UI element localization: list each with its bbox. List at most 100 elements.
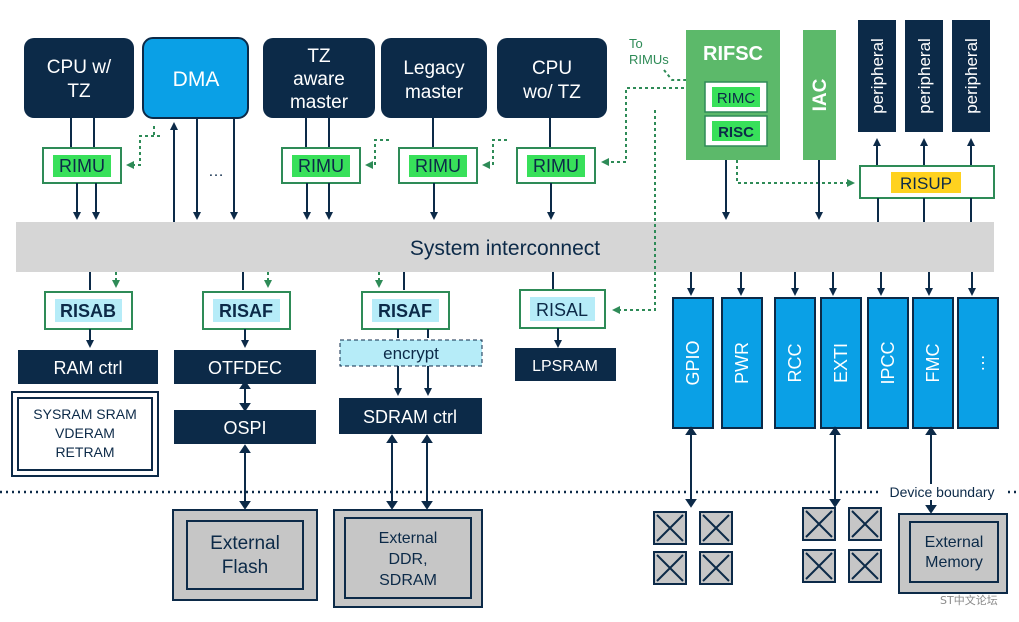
rimu-cpu-no-tz: RIMU [516,147,596,184]
device-boundary-label: Device boundary [889,484,994,500]
device-peripheral-fmc: FMC [912,297,954,429]
to-rimus-arrow [663,69,690,81]
external-ddr: External DDR, SDRAM [333,509,483,608]
sdram-ctrl: SDRAM ctrl [339,398,482,434]
risab-block: RISAB [44,291,133,330]
master-dma-label: DMA [173,68,220,91]
external-ddr-label-2: DDR, [388,551,427,568]
device-peripheral-label: EXTI [831,343,851,383]
rimu-interconnect-arrows [73,183,555,220]
risal-control-line [612,110,656,314]
interconnect-dotted-arrows [112,272,383,288]
master-cpu-tz-label-2: TZ [67,81,91,102]
io-pad-icon [802,507,836,541]
master-cpu-no-tz-label-2: wo/ TZ [522,82,581,103]
interconnect-down-arrows [89,272,976,296]
rifsc-title: RIFSC [703,43,763,65]
device-peripheral-pwr: PWR [721,297,763,429]
device-peripheral-label: PWR [732,342,752,384]
ris-controller-arrows [86,328,562,396]
device-peripheral-label: IPCC [878,341,898,384]
iac-block: IAC [803,30,836,160]
risaf-block-1: RISAF [202,291,291,330]
sysram-block: SYSRAM SRAM VDERAM RETRAM [11,391,159,477]
device-peripheral-label: … [968,354,988,372]
encrypt-label: encrypt [383,344,439,363]
external-flash-label-1: External [210,533,280,554]
iac-label: IAC [810,78,831,111]
peripheral-label: peripheral [868,38,887,114]
ram-ctrl-label: RAM ctrl [54,358,123,378]
sysram-label-1: SYSRAM SRAM [33,406,136,422]
device-peripherals: GPIO PWR RCC EXTI IPCC FMC … [672,297,999,429]
io-pad-icons [653,507,882,585]
device-peripheral-label: RCC [785,344,805,383]
master-cpu-no-tz-label-1: CPU [532,58,572,79]
master-tz-aware-label-1: TZ [307,46,331,67]
master-tz-aware-label-3: master [290,92,349,113]
otfdec-ospi-link [239,380,251,412]
rimu-label: RIMU [298,156,344,176]
master-tz-aware: TZ aware master [263,38,375,118]
master-legacy: Legacy master [381,38,487,118]
risaf-block-2: RISAF [361,291,450,330]
risup-label: RISUP [900,174,952,193]
rimu-label: RIMU [415,156,461,176]
peripheral-label: peripheral [962,38,981,114]
master-cpu-tz: CPU w/ TZ [24,38,134,118]
sysram-label-2: VDERAM [55,425,115,441]
device-peripheral-rcc: RCC [774,297,816,429]
device-peripheral-exti: EXTI [820,297,862,429]
master-cpu-no-tz: CPU wo/ TZ [497,38,607,118]
rimu-label: RIMU [59,156,105,176]
risab-label: RISAB [60,301,116,321]
sdram-ctrl-label: SDRAM ctrl [363,407,457,427]
io-pad-icon [848,549,882,583]
external-memory-label-1: External [925,534,984,551]
risaf-label: RISAF [378,301,432,321]
dma-ellipsis: … [208,163,224,180]
device-peripheral-label: GPIO [683,340,703,385]
master-legacy-label-1: Legacy [403,58,465,79]
master-cpu-tz-label-1: CPU w/ [47,57,112,78]
master-legacy-label-2: master [405,82,464,103]
rimu-tz-aware: RIMU [281,147,361,184]
rifsc-block: RIFSC RIMC RISC [686,30,780,160]
device-peripheral-more: … [957,297,999,429]
io-pad-icon [653,511,687,545]
device-peripheral-label: FMC [923,344,943,383]
risal-label: RISAL [536,300,588,320]
external-links [239,426,937,514]
external-flash-label-2: Flash [222,557,268,578]
risc-label: RISC [718,124,754,141]
master-rimu-lines [70,118,551,148]
sysram-label-3: RETRAM [55,444,114,460]
lpsram: LPSRAM [515,348,616,381]
ospi-label: OSPI [223,418,266,438]
io-pad-icon [699,551,733,585]
rimu-control-lines [126,87,684,169]
ospi: OSPI [174,410,316,444]
io-pad-icon [699,511,733,545]
peripheral-blocks: peripheral peripheral peripheral [858,20,990,132]
external-memory-label-2: Memory [925,554,983,571]
device-peripheral-ipcc: IPCC [867,297,909,429]
device-boundary-label-bg [881,484,1004,500]
io-pad-icon [848,507,882,541]
otfdec-label: OTFDEC [208,358,282,378]
rimu-label: RIMU [533,156,579,176]
system-interconnect-label: System interconnect [410,237,600,260]
risup-peripheral-arrows [873,138,975,166]
to-rimus-label-2: RIMUs [629,52,669,67]
rimc-label: RIMC [717,90,755,107]
lpsram-label: LPSRAM [532,358,598,375]
rimu-cpu-tz: RIMU [42,147,122,184]
master-tz-aware-label-2: aware [293,69,345,90]
risaf-label: RISAF [219,301,273,321]
encrypt-block: encrypt [339,339,483,367]
ram-ctrl: RAM ctrl [18,350,158,384]
master-dma: DMA [142,37,249,119]
peripheral-label: peripheral [915,38,934,114]
risal-block: RISAL [519,289,606,329]
